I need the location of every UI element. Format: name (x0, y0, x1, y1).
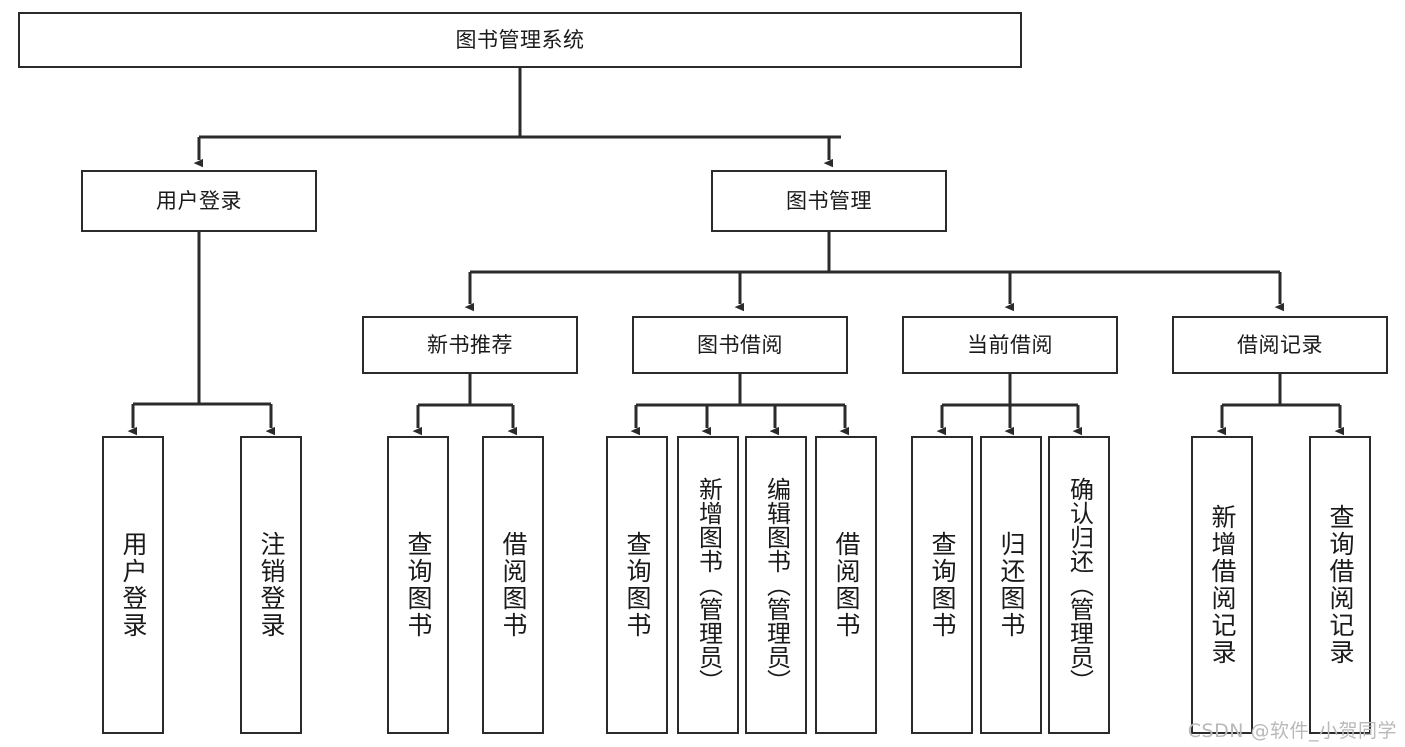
leaf-query-borrow-record[interactable]: 查询借阅记录 (1309, 436, 1371, 734)
node-label: 新增图书（管理员） (694, 477, 723, 693)
leaf-borrow-book[interactable]: 借阅图书 (815, 436, 877, 734)
leaf-add-book-admin[interactable]: 新增图书（管理员） (677, 436, 739, 734)
leaf-confirm-return-admin[interactable]: 确认归还（管理员） (1048, 436, 1110, 734)
node-user-login[interactable]: 用户登录 (81, 170, 317, 232)
leaf-logout[interactable]: 注销登录 (240, 436, 302, 734)
node-root[interactable]: 图书管理系统 (18, 12, 1022, 68)
node-label: 借阅图书 (832, 531, 861, 639)
leaf-query-book-recommend[interactable]: 查询图书 (387, 436, 449, 734)
node-label: 当前借阅 (967, 332, 1053, 357)
node-label: 编辑图书（管理员） (762, 477, 791, 693)
leaf-query-book-borrow[interactable]: 查询图书 (606, 436, 668, 734)
node-label: 图书管理系统 (455, 27, 585, 52)
node-label: 查询借阅记录 (1326, 504, 1355, 666)
leaf-return-book[interactable]: 归还图书 (980, 436, 1042, 734)
node-label: 查询图书 (404, 531, 433, 639)
node-label: 查询图书 (928, 531, 957, 639)
node-label: 新增借阅记录 (1208, 504, 1237, 666)
node-label: 新书推荐 (427, 332, 513, 357)
node-label: 借阅图书 (499, 531, 528, 639)
leaf-borrow-book-recommend[interactable]: 借阅图书 (482, 436, 544, 734)
node-label: 确认归还（管理员） (1065, 477, 1094, 693)
leaf-edit-book-admin[interactable]: 编辑图书（管理员） (745, 436, 807, 734)
node-current-borrow[interactable]: 当前借阅 (902, 316, 1118, 374)
node-label: 用户登录 (119, 531, 148, 639)
node-borrow-records[interactable]: 借阅记录 (1172, 316, 1388, 374)
node-new-book-recommend[interactable]: 新书推荐 (362, 316, 578, 374)
node-label: 图书借阅 (697, 332, 783, 357)
leaf-query-book-current[interactable]: 查询图书 (911, 436, 973, 734)
leaf-user-login[interactable]: 用户登录 (102, 436, 164, 734)
watermark: CSDN @软件_小贺同学 (1187, 720, 1397, 742)
node-label: 查询图书 (623, 531, 652, 639)
node-book-management[interactable]: 图书管理 (711, 170, 947, 232)
node-book-borrow[interactable]: 图书借阅 (632, 316, 848, 374)
node-label: 注销登录 (257, 531, 286, 639)
node-label: 图书管理 (786, 188, 872, 213)
leaf-add-borrow-record[interactable]: 新增借阅记录 (1191, 436, 1253, 734)
node-label: 归还图书 (997, 531, 1026, 639)
node-label: 用户登录 (156, 188, 242, 213)
node-label: 借阅记录 (1237, 332, 1323, 357)
